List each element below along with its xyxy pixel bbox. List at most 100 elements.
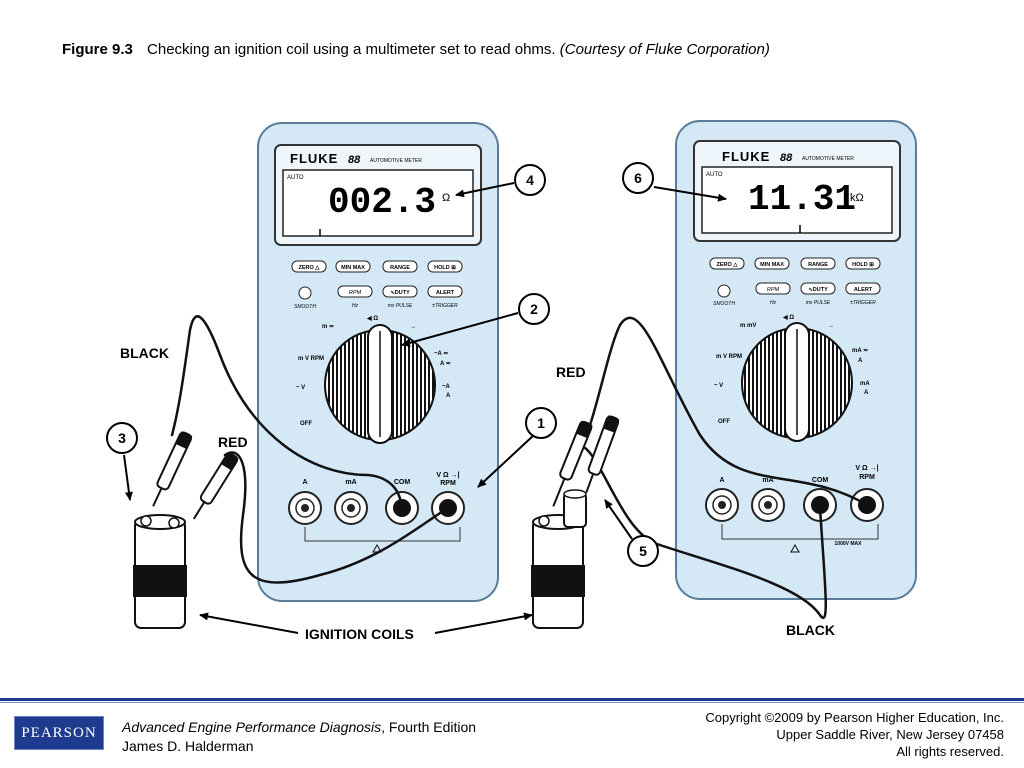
smooth-label: SMOOTH (713, 301, 735, 307)
jack-label-ma: mA (762, 477, 773, 484)
alert-button-label: ALERT (854, 287, 873, 293)
callout-1: 1 (477, 407, 557, 488)
duty-button-label: ∿DUTY (390, 290, 410, 296)
right-dial: m mV ◀ Ω → m V RPM mA ≂ A ~ V mA A OFF (714, 314, 870, 442)
right-subtitle: AUTOMOTIVE METER (802, 156, 854, 162)
left-reading: 002.3 (328, 182, 436, 223)
dial-label-off: OFF (300, 421, 312, 427)
label-red-left: RED (218, 434, 248, 450)
right-jacks: A mA COM V Ω →| RPM 1000V MAX (705, 465, 884, 553)
svg-text:4: 4 (526, 172, 534, 188)
label-ignition-coils: IGNITION COILS (305, 626, 414, 642)
dial-label-diode: → (828, 323, 834, 329)
svg-text:6: 6 (634, 170, 642, 186)
left-ignition-coil (133, 514, 187, 629)
dial-label-a: A (858, 358, 863, 364)
label-black-left: BLACK (120, 345, 169, 361)
right-auto: AUTO (706, 172, 723, 178)
callout-3: 3 (106, 422, 138, 501)
jack-label-vohm: V Ω →| (436, 472, 459, 479)
left-multimeter: FLUKE 88 AUTOMOTIVE METER AUTO 002.3 Ω Z… (257, 122, 499, 602)
wire-labels: BLACK RED RED BLACK IGNITION COILS (120, 345, 835, 642)
duty-button-label: ∿DUTY (808, 287, 828, 293)
dial-label-mvac: m ≂ (322, 324, 334, 330)
svg-text:5: 5 (639, 543, 647, 559)
left-model: 88 (348, 154, 361, 166)
trigger-label: ±TRIGGER (432, 303, 458, 309)
right-ignition-coil (531, 489, 587, 629)
callout-5: 5 (604, 499, 659, 567)
hold-button-label: HOLD ⊞ (434, 265, 456, 271)
dial-label-rpm: m V RPM (716, 354, 742, 360)
dial-label-mv: m mV (740, 323, 756, 329)
rights-line: All rights reserved. (896, 744, 1004, 759)
right-reading: 11.31 (748, 179, 856, 220)
book-edition: , Fourth Edition (381, 719, 477, 735)
dial-label-ma2: mA (860, 381, 870, 387)
callout-4: 4 (455, 164, 546, 198)
left-brand: FLUKE (290, 151, 338, 166)
jack-label-com: COM (812, 477, 829, 484)
minmax-button-label: MIN MAX (341, 265, 365, 271)
right-unit: kΩ (850, 192, 864, 204)
pearson-logo: PEARSON (14, 716, 104, 750)
hz-label: Hz (770, 300, 777, 306)
footer-rule (0, 698, 1024, 701)
svg-text:1: 1 (537, 415, 545, 431)
jack-label-rpm: RPM (859, 474, 875, 481)
right-model: 88 (780, 152, 793, 164)
figure-number: Figure 9.3 (62, 41, 133, 58)
copyright-line: Copyright ©2009 by Pearson Higher Educat… (705, 710, 1004, 725)
dial-label-a2: A (864, 390, 869, 396)
book-info: Advanced Engine Performance Diagnosis, F… (122, 718, 476, 756)
alert-button-label: ALERT (436, 290, 455, 296)
dial-label-a2: A (446, 393, 451, 399)
svg-text:2: 2 (530, 301, 538, 317)
svg-text:3: 3 (118, 430, 126, 446)
caption-text: Checking an ignition coil using a multim… (147, 41, 556, 58)
callouts: 4 2 1 3 5 6 (106, 162, 727, 567)
rpm-button-label: RPM (767, 287, 780, 293)
callout-6: 6 (622, 162, 727, 202)
smooth-label: SMOOTH (294, 304, 316, 310)
dial-label-ohms: ◀ Ω (782, 314, 794, 321)
hz-label: Hz (352, 303, 359, 309)
right-multimeter: FLUKE 88 AUTOMOTIVE METER AUTO 11.31 kΩ … (675, 120, 917, 600)
figure-caption: Figure 9.3 Checking an ignition coil usi… (62, 41, 770, 58)
range-button-label: RANGE (808, 262, 828, 268)
jack-label-vohm: V Ω →| (855, 465, 878, 472)
max-voltage-note: 1000V MAX (835, 541, 863, 547)
jack-label-com: COM (394, 479, 411, 486)
dial-label-rpm: m V RPM (298, 356, 324, 362)
jack-label-a: A (302, 479, 307, 486)
pulse-label: ms PULSE (806, 300, 831, 306)
footer-rule-thin (0, 702, 1024, 703)
pulse-label: ms PULSE (388, 303, 413, 309)
address-line: Upper Saddle River, New Jersey 07458 (776, 727, 1004, 742)
ignition-coil-diagram: FLUKE 88 AUTOMOTIVE METER AUTO 002.3 Ω Z… (106, 120, 917, 642)
jack-label-a: A (719, 477, 724, 484)
left-unit: Ω (442, 192, 450, 204)
left-subtitle: AUTOMOTIVE METER (370, 158, 422, 164)
zero-button-label: ZERO △ (716, 261, 738, 268)
dial-label-ma2: ~A (442, 384, 451, 390)
jack-label-rpm: RPM (440, 480, 456, 487)
book-title: Advanced Engine Performance Diagnosis (122, 719, 382, 735)
dial-label-diode: → (410, 324, 416, 330)
coil-label-arrows (199, 612, 533, 634)
left-dial: m ≂ ◀ Ω → m V RPM ~A ≂ A ≂ ~ V ~A A OFF (296, 315, 451, 444)
right-buttons: ZERO △ MIN MAX RANGE HOLD ⊞ RPM ∿DUTY AL… (709, 257, 881, 307)
range-button-label: RANGE (390, 265, 410, 271)
callout-2: 2 (401, 293, 550, 347)
label-red-right: RED (556, 364, 586, 380)
left-buttons: ZERO △ MIN MAX RANGE HOLD ⊞ RPM ∿DUTY AL… (291, 260, 463, 310)
trigger-label: ±TRIGGER (850, 300, 876, 306)
probe-tips (152, 415, 620, 520)
dial-label-ohms: ◀ Ω (366, 315, 378, 322)
dial-label-a: A ≂ (440, 361, 451, 367)
label-black-right: BLACK (786, 622, 835, 638)
left-auto: AUTO (287, 175, 304, 181)
dial-label-vac: ~ V (296, 385, 305, 391)
rpm-button-label: RPM (349, 290, 362, 296)
book-author: James D. Halderman (122, 738, 254, 754)
